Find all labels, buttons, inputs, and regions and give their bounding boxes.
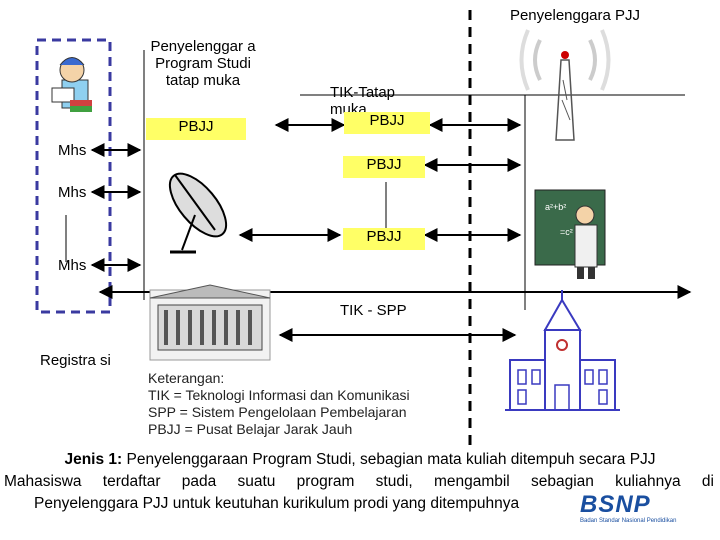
mhs-label-2: Mhs — [58, 184, 87, 201]
bsnp-logo: BSNP Badan Standar Nasional Pendidikan — [580, 493, 690, 525]
mhs-label-1: Mhs — [58, 142, 87, 159]
student-group-box — [35, 38, 112, 314]
legend: Keterangan: TIK = Teknologi Informasi da… — [148, 370, 468, 438]
footer-type-label: Jenis 1: — [64, 451, 123, 468]
pbjj-label-1: PBJJ — [146, 118, 246, 140]
footer-line-3: Penyelenggara PJJ untuk keutuhan kurikul… — [34, 495, 520, 512]
program-provider-label: Penyelenggar a Program Studi tatap muka — [150, 38, 256, 89]
radio-tower-icon — [519, 29, 611, 141]
legend-item-pbjj: PBJJ = Pusat Belajar Jarak Jauh — [148, 421, 353, 437]
pbjj-label-4: PBJJ — [343, 228, 425, 250]
footer-line-2: Mahasiswa terdaftar pada suatu program s… — [4, 473, 714, 490]
pbjj-label-2: PBJJ — [344, 112, 430, 134]
registrasi-label: Registra si — [40, 352, 111, 369]
teacher-blackboard-icon: a²+b² =c² — [534, 189, 606, 279]
bsnp-logo-text: BSNP — [580, 491, 651, 518]
legend-item-spp: SPP = Sistem Pengelolaan Pembelajaran — [148, 404, 407, 420]
pjj-provider-label: Penyelenggara PJJ — [509, 7, 641, 24]
bsnp-logo-subtitle: Badan Standar Nasional Pendidikan — [580, 518, 677, 524]
legend-title: Keterangan: — [148, 370, 225, 386]
pbjj-label-3: PBJJ — [343, 156, 425, 178]
svg-text:=c²: =c² — [560, 227, 573, 237]
footer-type-desc: Penyelenggaraan Program Studi, sebagian … — [122, 451, 656, 468]
footer-line-1: Jenis 1: Penyelenggaraan Program Studi, … — [0, 450, 720, 469]
tik-spp-label: TIK - SPP — [340, 302, 407, 319]
svg-text:a²+b²: a²+b² — [545, 202, 566, 212]
university-building-icon — [149, 284, 271, 361]
legend-item-tik: TIK = Teknologi Informasi dan Komunikasi — [148, 387, 410, 403]
satellite-dish-icon — [168, 172, 228, 254]
student-reading-icon — [51, 57, 92, 112]
pjj-institution-building-icon — [505, 290, 620, 411]
mhs-label-3: Mhs — [58, 257, 87, 274]
